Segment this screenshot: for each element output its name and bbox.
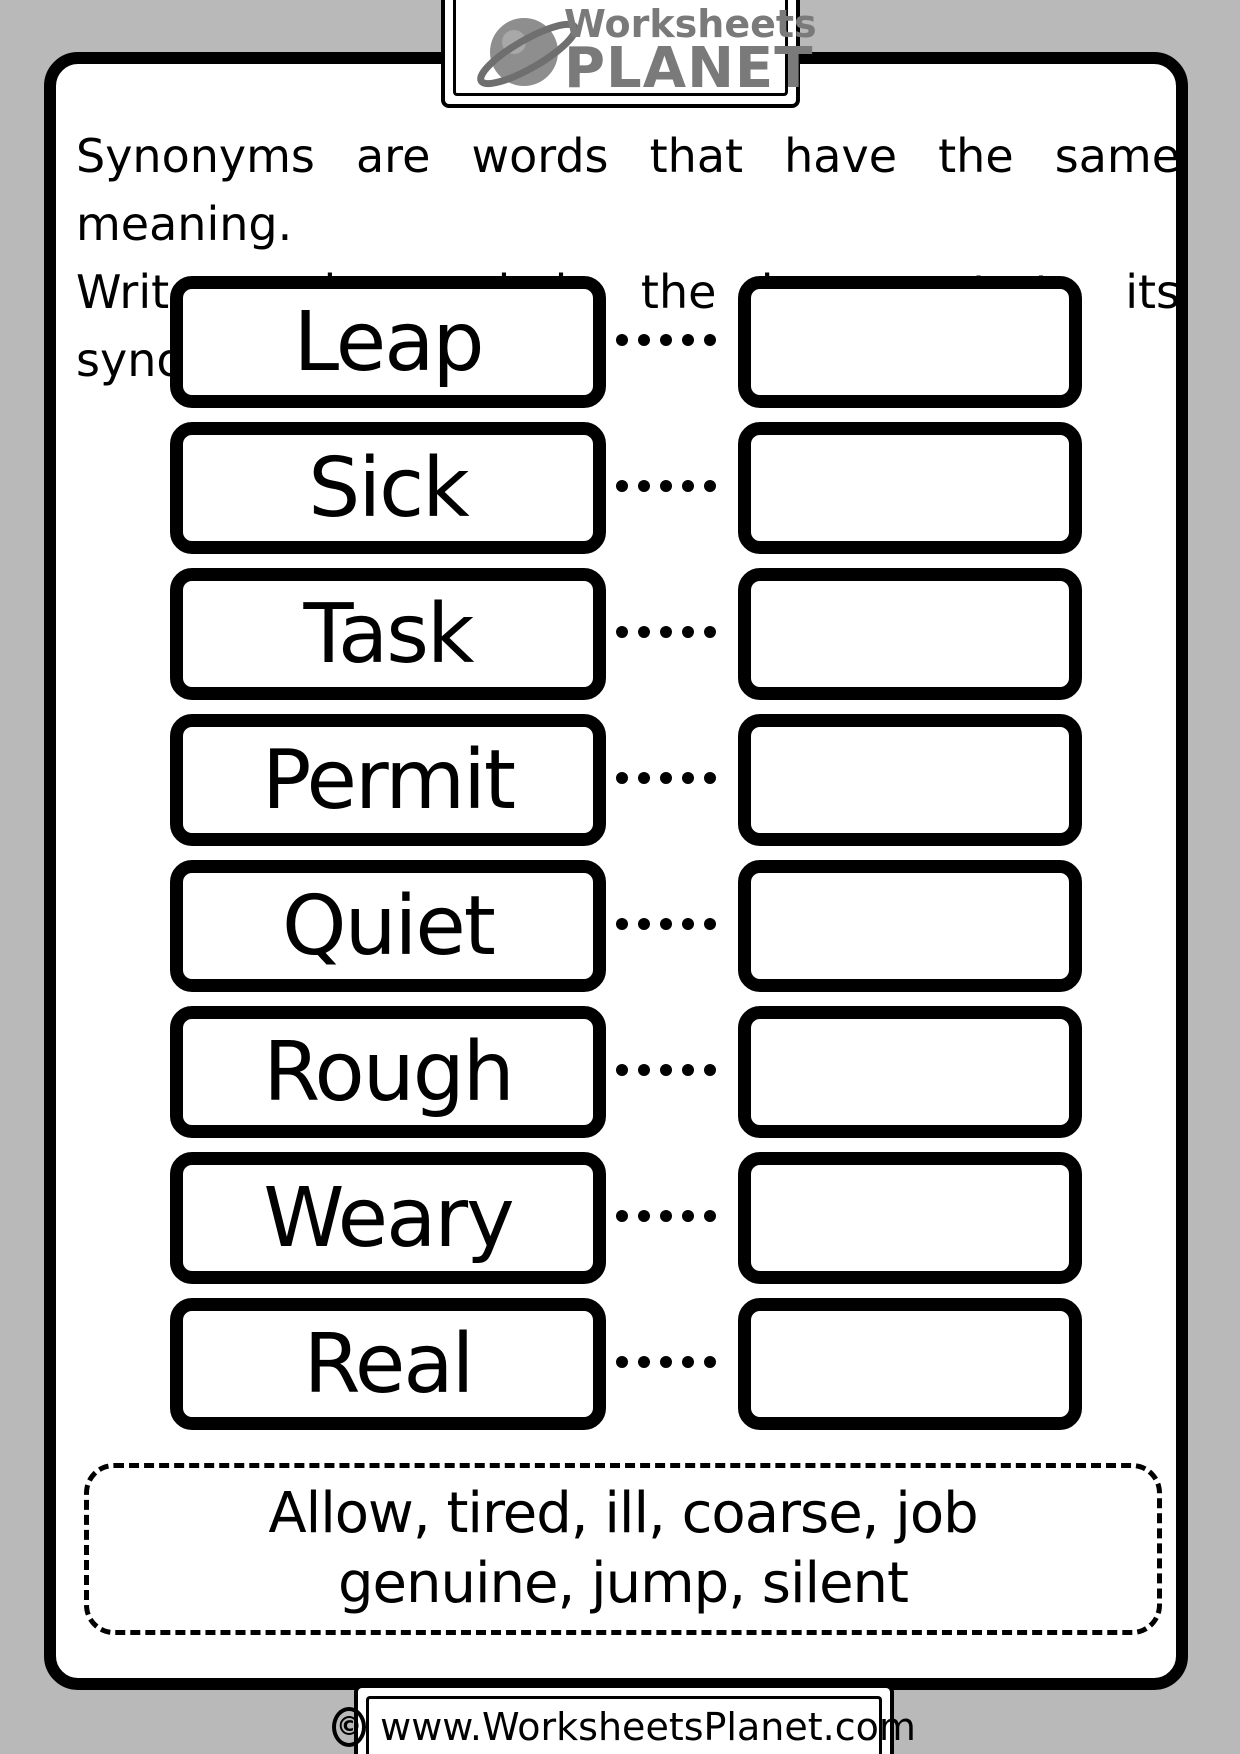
dotted-connector: [616, 1356, 728, 1370]
connector-dot: [682, 1356, 694, 1368]
connector-dot: [638, 1064, 650, 1076]
connector-dot: [682, 1210, 694, 1222]
answer-box[interactable]: [738, 422, 1082, 554]
dotted-connector: [616, 1064, 728, 1078]
answer-box[interactable]: [738, 714, 1082, 846]
connector-dot: [616, 1064, 628, 1076]
connector-dot: [616, 480, 628, 492]
connector-dot: [660, 918, 672, 930]
connector-dot: [660, 334, 672, 346]
word-box: Rough: [170, 1006, 606, 1138]
logo-text-planet: PLANET: [564, 36, 814, 101]
dotted-connector: [616, 480, 728, 494]
word-box: Real: [170, 1298, 606, 1430]
dotted-connector: [616, 334, 728, 348]
connector-dot: [638, 918, 650, 930]
connector-dot: [704, 1356, 716, 1368]
connector-dot: [682, 918, 694, 930]
connector-dot: [616, 918, 628, 930]
answer-box[interactable]: [738, 1298, 1082, 1430]
connector-dot: [660, 1210, 672, 1222]
word-box: Weary: [170, 1152, 606, 1284]
copyright-icon: ©: [332, 1706, 367, 1747]
connector-dot: [616, 626, 628, 638]
word-bank-line-1: Allow, tired, ill, coarse, job: [268, 1481, 978, 1546]
dotted-connector: [616, 1210, 728, 1224]
website-url: www.WorksheetsPlanet.com: [380, 1704, 916, 1749]
connector-dot: [704, 1210, 716, 1222]
connector-dot: [616, 772, 628, 784]
word-bank-line-2: genuine, jump, silent: [337, 1551, 909, 1616]
worksheets-planet-logo: Worksheets PLANET: [441, 0, 817, 108]
dotted-connector: [616, 918, 728, 932]
logo-text-worksheets: Worksheets: [564, 2, 817, 46]
word-box: Sick: [170, 422, 606, 554]
connector-dot: [704, 772, 716, 784]
connector-dot: [682, 334, 694, 346]
dotted-connector: [616, 772, 728, 786]
connector-dot: [660, 626, 672, 638]
connector-dot: [616, 1210, 628, 1222]
connector-dot: [704, 1064, 716, 1076]
connector-dot: [638, 334, 650, 346]
answer-box[interactable]: [738, 1152, 1082, 1284]
connector-dot: [660, 1064, 672, 1076]
connector-dot: [638, 626, 650, 638]
answer-box[interactable]: [738, 1006, 1082, 1138]
connector-dot: [638, 1356, 650, 1368]
connector-dot: [682, 480, 694, 492]
connector-dot: [638, 1210, 650, 1222]
connector-dot: [704, 480, 716, 492]
connector-dot: [660, 1356, 672, 1368]
connector-dot: [704, 626, 716, 638]
connector-dot: [682, 772, 694, 784]
footer: © www.WorksheetsPlanet.com: [332, 1684, 916, 1754]
word-box: Permit: [170, 714, 606, 846]
word-box: Leap: [170, 276, 606, 408]
word-bank: Allow, tired, ill, coarse, job genuine, …: [84, 1463, 1162, 1635]
word-box: Quiet: [170, 860, 606, 992]
connector-dot: [638, 480, 650, 492]
connector-dot: [704, 334, 716, 346]
answer-box[interactable]: [738, 860, 1082, 992]
connector-dot: [682, 1064, 694, 1076]
answer-box[interactable]: [738, 276, 1082, 408]
connector-dot: [616, 1356, 628, 1368]
instructions-line-1: Synonyms are words that have the same me…: [76, 129, 1180, 251]
planet-icon: [477, 18, 579, 88]
connector-dot: [616, 334, 628, 346]
connector-dot: [682, 626, 694, 638]
connector-dot: [660, 480, 672, 492]
connector-dot: [660, 772, 672, 784]
dotted-connector: [616, 626, 728, 640]
connector-dot: [704, 918, 716, 930]
word-box: Task: [170, 568, 606, 700]
answer-box[interactable]: [738, 568, 1082, 700]
connector-dot: [638, 772, 650, 784]
